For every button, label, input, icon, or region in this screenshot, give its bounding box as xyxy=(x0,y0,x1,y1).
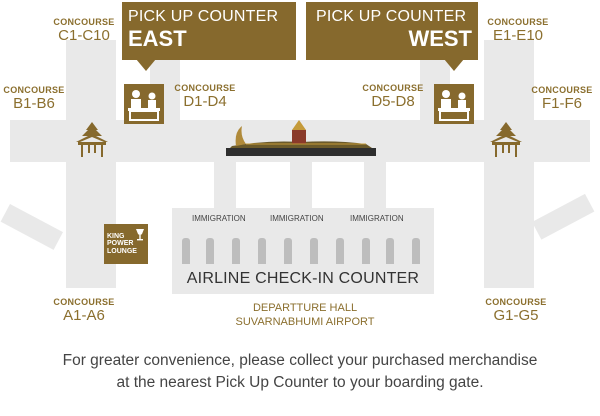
king-power-lounge-sign: KING POWER LOUNGE xyxy=(104,224,148,264)
west-banner-pointer xyxy=(444,59,464,71)
pickup-counter-west-line2: WEST xyxy=(408,26,472,51)
pickup-counter-east-line1: PICK UP COUNTER xyxy=(128,8,279,25)
checkin-post xyxy=(258,238,266,264)
checkin-post xyxy=(232,238,240,264)
lounge-line2: POWER xyxy=(107,240,134,248)
checkin-post xyxy=(362,238,370,264)
immigration-label-2: IMMIGRATION xyxy=(270,214,324,223)
pickup-counter-west-line1: PICK UP COUNTER xyxy=(316,8,467,25)
lounge-line1: KING xyxy=(107,233,125,240)
connector-1 xyxy=(214,160,236,210)
checkin-post xyxy=(336,238,344,264)
pickup-counter-east-icon xyxy=(124,84,164,124)
royal-barge-icon xyxy=(226,120,376,156)
checkin-post xyxy=(310,238,318,264)
thai-pavilion-west-icon xyxy=(76,122,108,157)
checkin-post xyxy=(412,238,420,264)
checkin-post xyxy=(206,238,214,264)
counter-person-icon xyxy=(128,90,160,121)
airline-checkin-label: AIRLINE CHECK-IN COUNTER xyxy=(186,270,420,287)
immigration-label-1: IMMIGRATION xyxy=(192,214,246,223)
pickup-counter-east-banner: PICK UP COUNTER EAST xyxy=(122,2,296,60)
diagonal-sw xyxy=(0,204,63,250)
thai-pavilion-east-icon xyxy=(490,122,522,157)
connector-3 xyxy=(364,160,386,210)
corridor-east-arm xyxy=(484,40,534,288)
pickup-counter-west-icon xyxy=(434,84,474,124)
pickup-counter-west-banner: PICK UP COUNTER WEST xyxy=(306,2,478,60)
caption-line1: For greater convenience, please collect … xyxy=(62,352,538,369)
wine-glass-icon xyxy=(136,229,144,241)
lounge-line3: LOUNGE xyxy=(107,247,137,255)
diagonal-se xyxy=(532,193,595,240)
departure-hall-line2: SUVARNABHUMI AIRPORT xyxy=(235,316,375,328)
checkin-post xyxy=(284,238,292,264)
connector-2 xyxy=(290,160,312,210)
east-banner-pointer xyxy=(136,59,156,71)
caption-line2: at the nearest Pick Up Counter to your b… xyxy=(116,374,484,391)
counter-person-icon xyxy=(438,90,470,121)
checkin-post xyxy=(386,238,394,264)
immigration-label-3: IMMIGRATION xyxy=(350,214,404,223)
pickup-counter-east-line2: EAST xyxy=(128,26,187,51)
departure-hall-line1: DEPARTTURE HALL xyxy=(252,302,358,314)
checkin-post xyxy=(182,238,190,264)
